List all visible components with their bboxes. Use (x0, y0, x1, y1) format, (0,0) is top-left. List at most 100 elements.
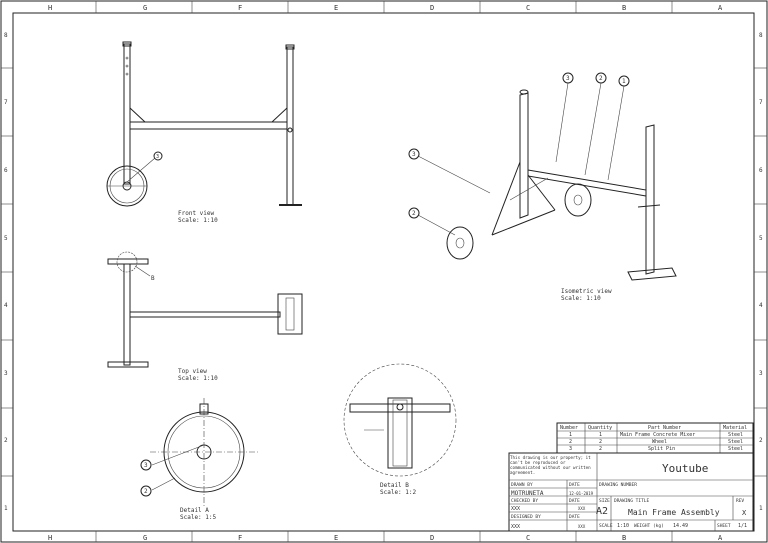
detail-a-pin (199, 403, 209, 415)
leader (134, 265, 151, 277)
col-label: A (718, 4, 723, 12)
top-view-scale: Scale: 1:10 (178, 375, 218, 382)
bom-cell: 3 (569, 446, 572, 452)
sheet-size: A2 (596, 506, 608, 517)
col-label: E (334, 534, 338, 542)
top-bar (107, 258, 149, 265)
row-labels-left: 8 7 6 5 4 3 2 1 (4, 32, 8, 512)
balloon-label: 3 (144, 462, 148, 469)
notice-box: This drawing is our property; it can't b… (510, 455, 591, 475)
post-hole (125, 56, 129, 60)
balloon (153, 151, 163, 161)
col-label: A (718, 534, 723, 542)
brace (129, 107, 146, 123)
leader (607, 85, 625, 181)
bom-header: Part Number (648, 425, 681, 431)
col-label: F (238, 534, 242, 542)
bill-of-materials: Number Quantity Part Number Material 1 1… (556, 422, 754, 454)
balloon-label: 2 (599, 75, 603, 82)
detail-b-title: Detail B (380, 482, 409, 489)
bottom-bar (107, 361, 149, 368)
designed-date: XXX (578, 524, 586, 529)
right-post (286, 46, 294, 206)
bom-cell: Steel (728, 432, 743, 438)
detail-b-ref: B (151, 275, 155, 282)
bom-header: Quantity (588, 425, 612, 431)
bom-header: Number (560, 425, 578, 431)
balloon (140, 459, 152, 471)
bom-cell: 1 (599, 432, 602, 438)
row-labels-right: 8 7 6 5 4 3 2 1 (759, 32, 763, 512)
leader (555, 82, 569, 163)
brace (271, 107, 288, 123)
row-label: 4 (759, 302, 763, 309)
tb-label: DESIGNED BY (511, 514, 541, 520)
row-label: 2 (4, 437, 8, 444)
title-block: This drawing is our property; it can't b… (508, 452, 754, 532)
detail-a: 3 2 Detail A Scale: 1:5 (140, 398, 258, 521)
row-label: 3 (4, 370, 8, 377)
col-label: D (430, 4, 434, 12)
isometric-view: 3 2 1 3 2 Isometric view Scale: 1:10 (408, 72, 677, 302)
bom-cell: Steel (728, 446, 743, 452)
iso-wheel-hub (573, 194, 583, 206)
drawn-by: MOTRUNETA (511, 490, 544, 497)
balloon-label: 3 (412, 151, 416, 158)
detail-b-scale: Scale: 1:2 (380, 489, 417, 496)
designed-by: XXX (511, 524, 520, 530)
tb-label: SIZE (599, 498, 610, 504)
leader (126, 157, 156, 183)
column-labels-top: H G F E D C B A (48, 4, 723, 12)
row-label: 4 (4, 302, 8, 309)
iso-leg (491, 161, 521, 236)
crossbeam (129, 121, 288, 130)
scale-value: 1:10 (617, 523, 629, 529)
bom-cell: 2 (599, 446, 602, 452)
left-post (123, 43, 131, 185)
iso-brace (491, 209, 556, 236)
leader (151, 477, 176, 491)
detail-a-scale: Scale: 1:5 (180, 514, 217, 521)
col-label: F (238, 4, 242, 12)
detail-a-title: Detail A (180, 507, 209, 514)
bom-cell: Split Pin (648, 446, 675, 452)
top-plate (277, 293, 303, 335)
bom-cell: Steel (728, 439, 743, 445)
col-label: H (48, 534, 52, 542)
pin (287, 127, 293, 133)
tb-label: SHEET (717, 523, 731, 529)
detail-b-pin (396, 403, 404, 411)
iso-wheel-hub (455, 237, 465, 249)
balloon (140, 485, 152, 497)
iso-leg (527, 174, 556, 211)
tb-label: WEIGHT (kg) (634, 523, 664, 529)
iso-view-scale: Scale: 1:10 (561, 295, 601, 302)
weight-value: 14.49 (673, 523, 688, 529)
bom-header: Material (723, 425, 747, 431)
detail-b: Detail B Scale: 1:2 (343, 363, 457, 496)
top-crossbeam (129, 311, 281, 318)
balloon (562, 72, 574, 84)
post-hole (125, 72, 129, 76)
bom-cell: Main Frame Concrete Mixer (620, 432, 695, 438)
iso-left-post (519, 92, 529, 219)
row-label: 8 (759, 32, 763, 39)
post-cap (285, 44, 295, 50)
row-label: 5 (759, 235, 763, 242)
row-label: 6 (4, 167, 8, 174)
drawing-title: Main Frame Assembly (628, 508, 720, 517)
row-label: 1 (4, 505, 8, 512)
drawn-date: 12-01-2019 (569, 491, 594, 496)
tb-label: DATE (569, 498, 580, 504)
bom-cell: 2 (599, 439, 602, 445)
leader (151, 444, 205, 466)
balloon (618, 75, 630, 87)
detail-b-boundary (343, 363, 457, 477)
top-post (123, 263, 131, 366)
tb-label: SCALE (599, 523, 613, 529)
row-label: 7 (4, 99, 8, 106)
column-labels-bottom: H G F E D C B A (48, 534, 723, 542)
balloon-label: 3 (156, 154, 159, 160)
row-label: 3 (759, 370, 763, 377)
tb-label: DATE (569, 514, 580, 520)
